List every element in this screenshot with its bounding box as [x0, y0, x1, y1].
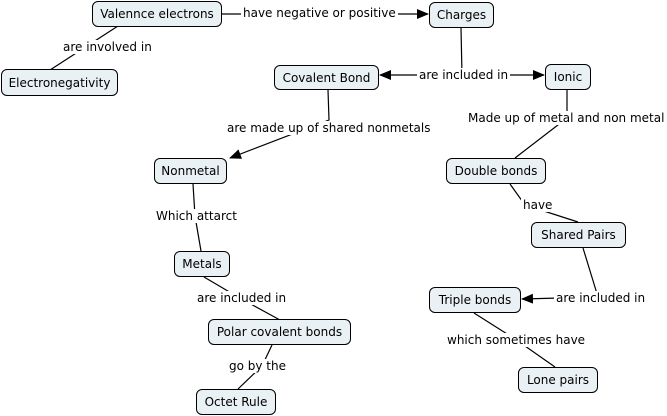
concept-polar-covalent-bonds[interactable]: Polar covalent bonds	[208, 319, 351, 345]
concept-ionic[interactable]: Ionic	[545, 64, 591, 90]
concept-charges[interactable]: Charges	[429, 2, 494, 28]
concept-valence-electrons[interactable]: Valennce electrons	[92, 1, 222, 27]
concept-nonmetal[interactable]: Nonmetal	[154, 158, 227, 184]
concept-lone-pairs[interactable]: Lone pairs	[518, 367, 598, 393]
link-covalent-nonmetal	[229, 89, 330, 159]
link-label-go-by: go by the	[227, 359, 288, 373]
link-label-which-attract: Which attarct	[154, 209, 239, 223]
link-label-have: have	[521, 198, 555, 212]
concept-covalent-bond[interactable]: Covalent Bond	[274, 65, 379, 90]
concept-shared-pairs[interactable]: Shared Pairs	[531, 222, 626, 248]
link-label-sometimes-have: which sometimes have	[445, 333, 588, 347]
concept-electronegativity[interactable]: Electronegativity	[1, 69, 118, 96]
link-label-made-of-metal: Made up of metal and non metal	[466, 111, 667, 125]
concept-triple-bonds[interactable]: Triple bonds	[429, 287, 521, 313]
concept-double-bonds[interactable]: Double bonds	[446, 158, 546, 184]
concept-metals[interactable]: Metals	[174, 251, 230, 277]
link-label-included-in-triple: are included in	[554, 291, 648, 305]
link-label-made-of-nonmetals: are made up of shared nonmetals	[225, 121, 433, 135]
link-label-have-charge: have negative or positive	[241, 6, 398, 20]
link-label-included-in-ionic: are included in	[417, 68, 511, 82]
concept-octet-rule[interactable]: Octet Rule	[196, 389, 276, 415]
link-label-included-in-metals: are included in	[195, 291, 289, 305]
link-label-involved-in: are involved in	[61, 40, 154, 54]
